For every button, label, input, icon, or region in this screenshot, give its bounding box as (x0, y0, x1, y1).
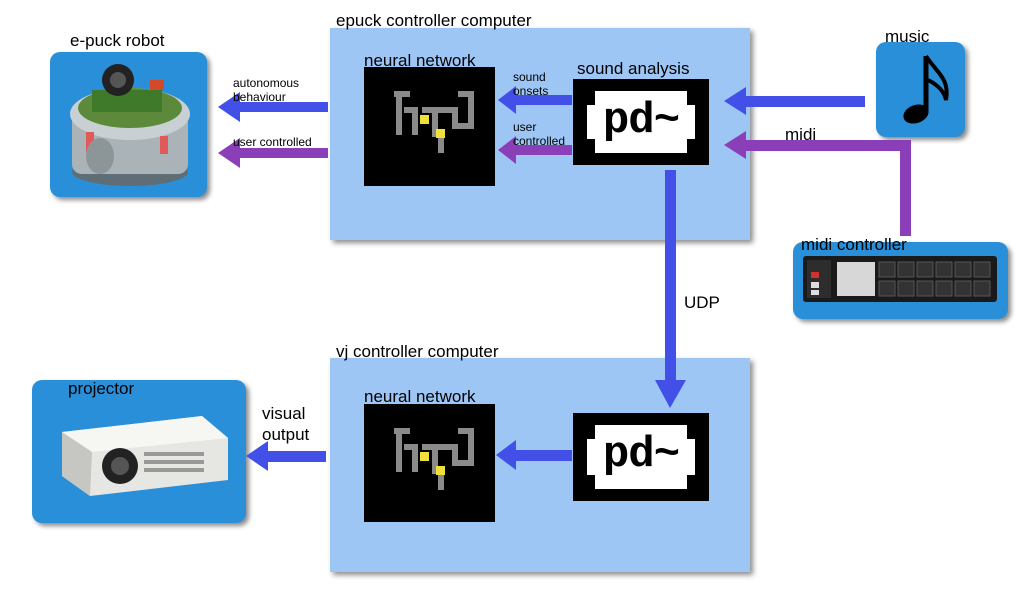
edge-label-udp: UDP (684, 293, 720, 312)
epuck-robot-photo (70, 64, 190, 186)
nn-label-bottom: neural network (364, 387, 476, 406)
nn-label-top: neural network (364, 51, 476, 70)
projector-label: projector (68, 379, 135, 398)
pd-box-bottom: pd~ (573, 413, 709, 501)
music-label: music (885, 27, 930, 46)
edge-label-autonomous: autonomous behaviour (233, 76, 300, 104)
neural-network-bottom (364, 404, 495, 522)
midi-controller-label: midi controller (801, 235, 907, 254)
pd-logo-top: pd~ (602, 96, 680, 146)
projector-box (32, 380, 246, 523)
vj-region-title: vj controller computer (336, 342, 499, 361)
neural-network-top (364, 67, 495, 186)
epuck-robot-label: e-puck robot (70, 31, 165, 50)
sound-analysis-label: sound analysis (577, 59, 690, 78)
edge-label-user-controlled-2: user controlled (513, 120, 566, 148)
pd-logo-bottom: pd~ (602, 430, 680, 480)
edge-label-midi: midi (785, 125, 817, 144)
projector-photo (62, 416, 228, 496)
neural-network-graphic (394, 91, 474, 153)
music-box (876, 42, 965, 137)
pd-box-top: pd~ (573, 79, 709, 165)
musical-note-icon (903, 54, 949, 124)
epuck-region-title: epuck controller computer (336, 11, 532, 30)
edge-label-sound-onsets: sound onsets (513, 70, 549, 98)
epuck-robot-box (50, 52, 207, 197)
arrow-visual-output (246, 441, 326, 471)
neural-network-graphic (394, 428, 474, 490)
arrow-midi (724, 131, 911, 236)
edge-label-user-controlled: user controlled (233, 135, 312, 149)
edge-label-visual-output: visual output (262, 404, 310, 444)
midi-pad-controller-photo (803, 256, 997, 302)
midi-controller-box (793, 242, 1008, 319)
